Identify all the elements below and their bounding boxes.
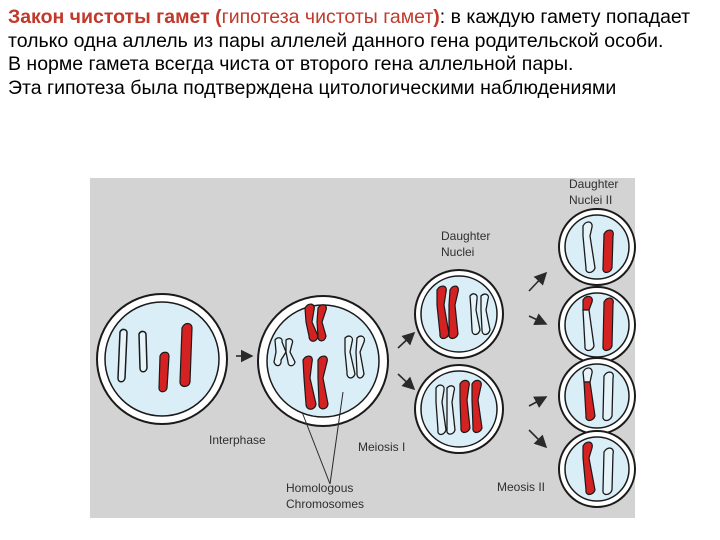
label-homologous-1: Homologous bbox=[286, 481, 353, 495]
chromosome-blue bbox=[602, 371, 614, 422]
chromosome-red bbox=[448, 285, 459, 340]
arrow bbox=[528, 396, 548, 408]
leader-line bbox=[301, 411, 331, 485]
chromosome-red bbox=[471, 379, 483, 434]
chromosome-red bbox=[158, 351, 170, 393]
label-daughter-nuclei-1: Daughter bbox=[441, 229, 490, 243]
chromosome-red bbox=[316, 304, 327, 342]
arrow bbox=[397, 331, 416, 349]
arrow bbox=[397, 373, 416, 391]
label-meiosis-i: Meiosis I bbox=[358, 440, 405, 454]
chromosome-red bbox=[582, 441, 596, 496]
chromosome-red bbox=[602, 297, 614, 352]
label-daughter-nuclei-2: Nuclei bbox=[441, 245, 474, 259]
chromosome-blue bbox=[435, 384, 447, 436]
law-title: Закон чистоты гамет ( bbox=[8, 6, 222, 28]
label-homologous-2: Chromosomes bbox=[286, 497, 364, 511]
daughter-nucleus-ii-4 bbox=[558, 430, 636, 508]
chromosome-red bbox=[302, 355, 317, 410]
chromosome-blue bbox=[285, 338, 296, 367]
chromosome-blue bbox=[355, 335, 366, 379]
law-title-close: ) bbox=[433, 6, 440, 28]
chromosome-blue bbox=[344, 335, 356, 379]
chromosome-blue bbox=[138, 330, 148, 373]
confirmation-paragraph: Эта гипотеза была подтверждена цитологич… bbox=[8, 76, 617, 99]
leader-line bbox=[329, 391, 344, 485]
chromosome-red bbox=[179, 322, 193, 388]
daughter-nucleus-ii-3 bbox=[558, 357, 636, 435]
chromosome-red bbox=[459, 379, 471, 434]
chromosome-blue bbox=[480, 293, 491, 336]
chromosome-blue bbox=[446, 385, 456, 435]
law-subtitle: гипотеза чистоты гамет bbox=[221, 6, 434, 28]
chromosome-blue bbox=[582, 221, 596, 274]
chromosome-red bbox=[583, 381, 596, 422]
text-block: Закон чистоты гамет (гипотеза чистоты га… bbox=[8, 6, 714, 100]
arrow bbox=[528, 429, 548, 449]
law-paragraph: Закон чистоты гамет (гипотеза чистоты га… bbox=[8, 6, 714, 53]
norm-paragraph: В норме гамета всегда чиста от второго г… bbox=[8, 53, 574, 75]
daughter-nucleus-ii-2 bbox=[558, 286, 636, 364]
label-interphase: Interphase bbox=[209, 433, 266, 447]
chromosome-blue bbox=[602, 447, 614, 496]
chromosome-blue bbox=[469, 293, 481, 336]
label-daughter-nuclei-ii-1: Daughter bbox=[569, 177, 618, 191]
chromosome-red bbox=[582, 295, 593, 311]
arrow bbox=[528, 271, 548, 292]
daughter-nucleus-top bbox=[414, 269, 504, 359]
chromosome-red bbox=[317, 355, 329, 410]
chromosome-blue bbox=[582, 309, 595, 352]
meiosis-i-cell bbox=[257, 295, 389, 427]
daughter-nucleus-bottom bbox=[414, 364, 504, 454]
label-meiosis-ii: Meosis II bbox=[497, 480, 545, 494]
interphase-cell bbox=[96, 293, 228, 425]
label-daughter-nuclei-ii-2: Nuclei II bbox=[569, 193, 612, 207]
arrow bbox=[528, 313, 548, 326]
law-statement: : в каждую гамету попадает только одна а… bbox=[8, 6, 691, 52]
chromosome-blue bbox=[117, 328, 128, 383]
chromosome-blue bbox=[582, 367, 593, 383]
chromosome-red bbox=[602, 229, 614, 274]
chromosome-blue bbox=[273, 337, 287, 367]
daughter-nucleus-ii-1 bbox=[558, 208, 636, 286]
